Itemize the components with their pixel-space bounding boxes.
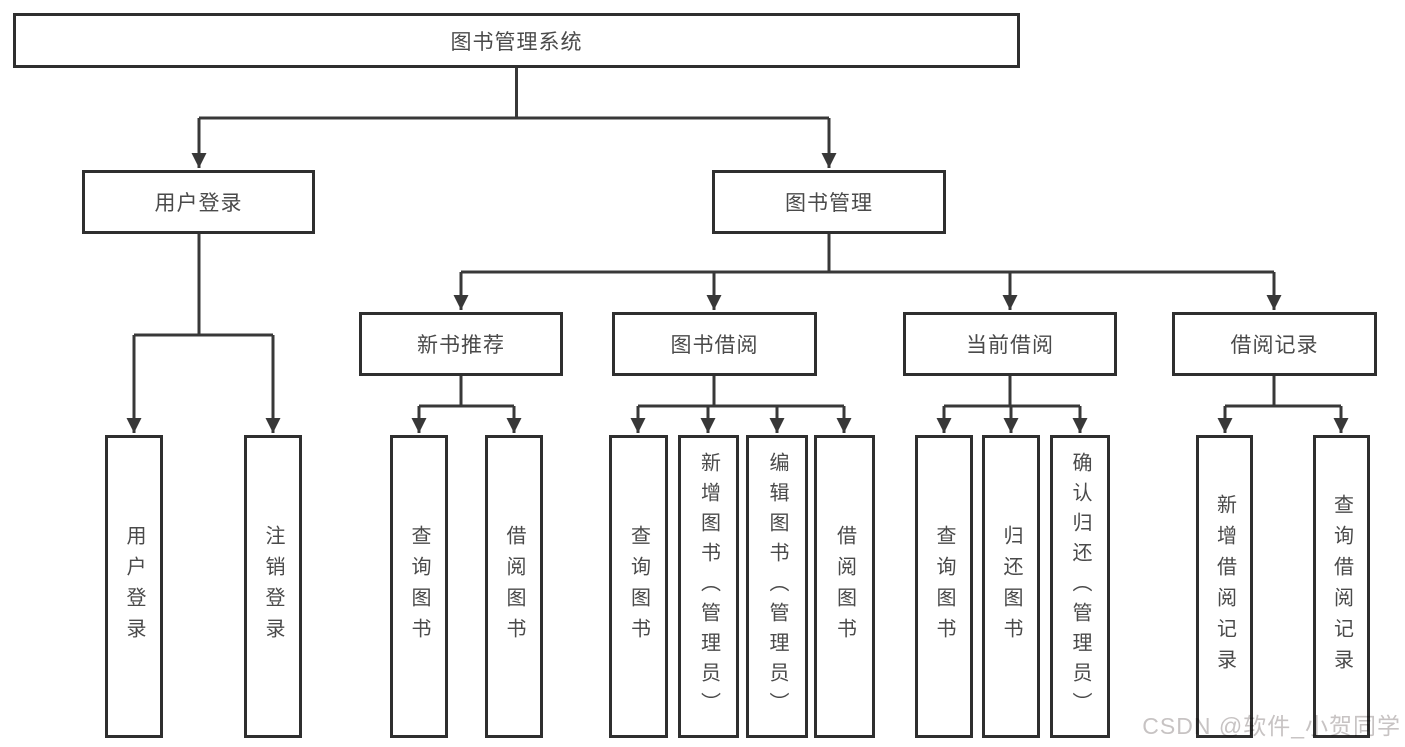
- leaf-user-login: 用户登录: [105, 435, 163, 738]
- node-label: 图书管理系统: [450, 30, 583, 54]
- leaf-add-books-admin: 新增图书（管理员）: [678, 435, 739, 738]
- node-borrow-record: 借阅记录: [1172, 312, 1377, 376]
- leaf-add-borrow-record: 新增借阅记录: [1196, 435, 1253, 738]
- leaf-query-books-recommend: 查询图书: [390, 435, 448, 738]
- node-label: 用户登录: [154, 192, 243, 215]
- leaf-logout: 注销登录: [244, 435, 302, 738]
- node-current-borrow: 当前借阅: [903, 312, 1117, 376]
- leaf-borrow-books-recommend: 借阅图书: [485, 435, 543, 738]
- leaf-confirm-return-admin: 确认归还（管理员）: [1050, 435, 1110, 738]
- node-label: 借阅图书: [833, 524, 856, 649]
- node-label: 借阅记录: [1230, 334, 1319, 357]
- node-label: 用户登录: [123, 524, 145, 649]
- node-label: 查询图书: [933, 524, 955, 649]
- leaf-query-books-current: 查询图书: [915, 435, 973, 738]
- node-label: 图书借阅: [670, 334, 759, 357]
- node-new-book-recommend: 新书推荐: [359, 312, 563, 376]
- node-label: 注销登录: [262, 524, 284, 649]
- node-label: 新书推荐: [417, 334, 505, 357]
- node-label: 查询图书: [627, 524, 650, 649]
- leaf-query-borrow-record: 查询借阅记录: [1313, 435, 1370, 738]
- leaf-borrow-books: 借阅图书: [814, 435, 875, 738]
- node-label: 编辑图书（管理员）: [766, 451, 788, 722]
- leaf-return-books: 归还图书: [982, 435, 1040, 738]
- node-library-management-system: 图书管理系统: [13, 13, 1020, 68]
- leaf-edit-books-admin: 编辑图书（管理员）: [746, 435, 808, 738]
- node-label: 新增借阅记录: [1213, 493, 1236, 680]
- node-label: 借阅图书: [503, 524, 525, 649]
- node-book-borrow: 图书借阅: [612, 312, 817, 376]
- node-label: 归还图书: [1000, 524, 1022, 649]
- node-label: 新增图书（管理员）: [697, 451, 720, 722]
- node-label: 图书管理: [785, 192, 873, 215]
- node-label: 查询图书: [408, 524, 430, 649]
- node-user-login: 用户登录: [82, 170, 315, 234]
- node-book-management: 图书管理: [712, 170, 946, 234]
- node-label: 查询借阅记录: [1330, 493, 1353, 680]
- node-label: 确认归还（管理员）: [1069, 451, 1091, 722]
- node-label: 当前借阅: [966, 334, 1054, 357]
- leaf-query-books-borrow: 查询图书: [609, 435, 668, 738]
